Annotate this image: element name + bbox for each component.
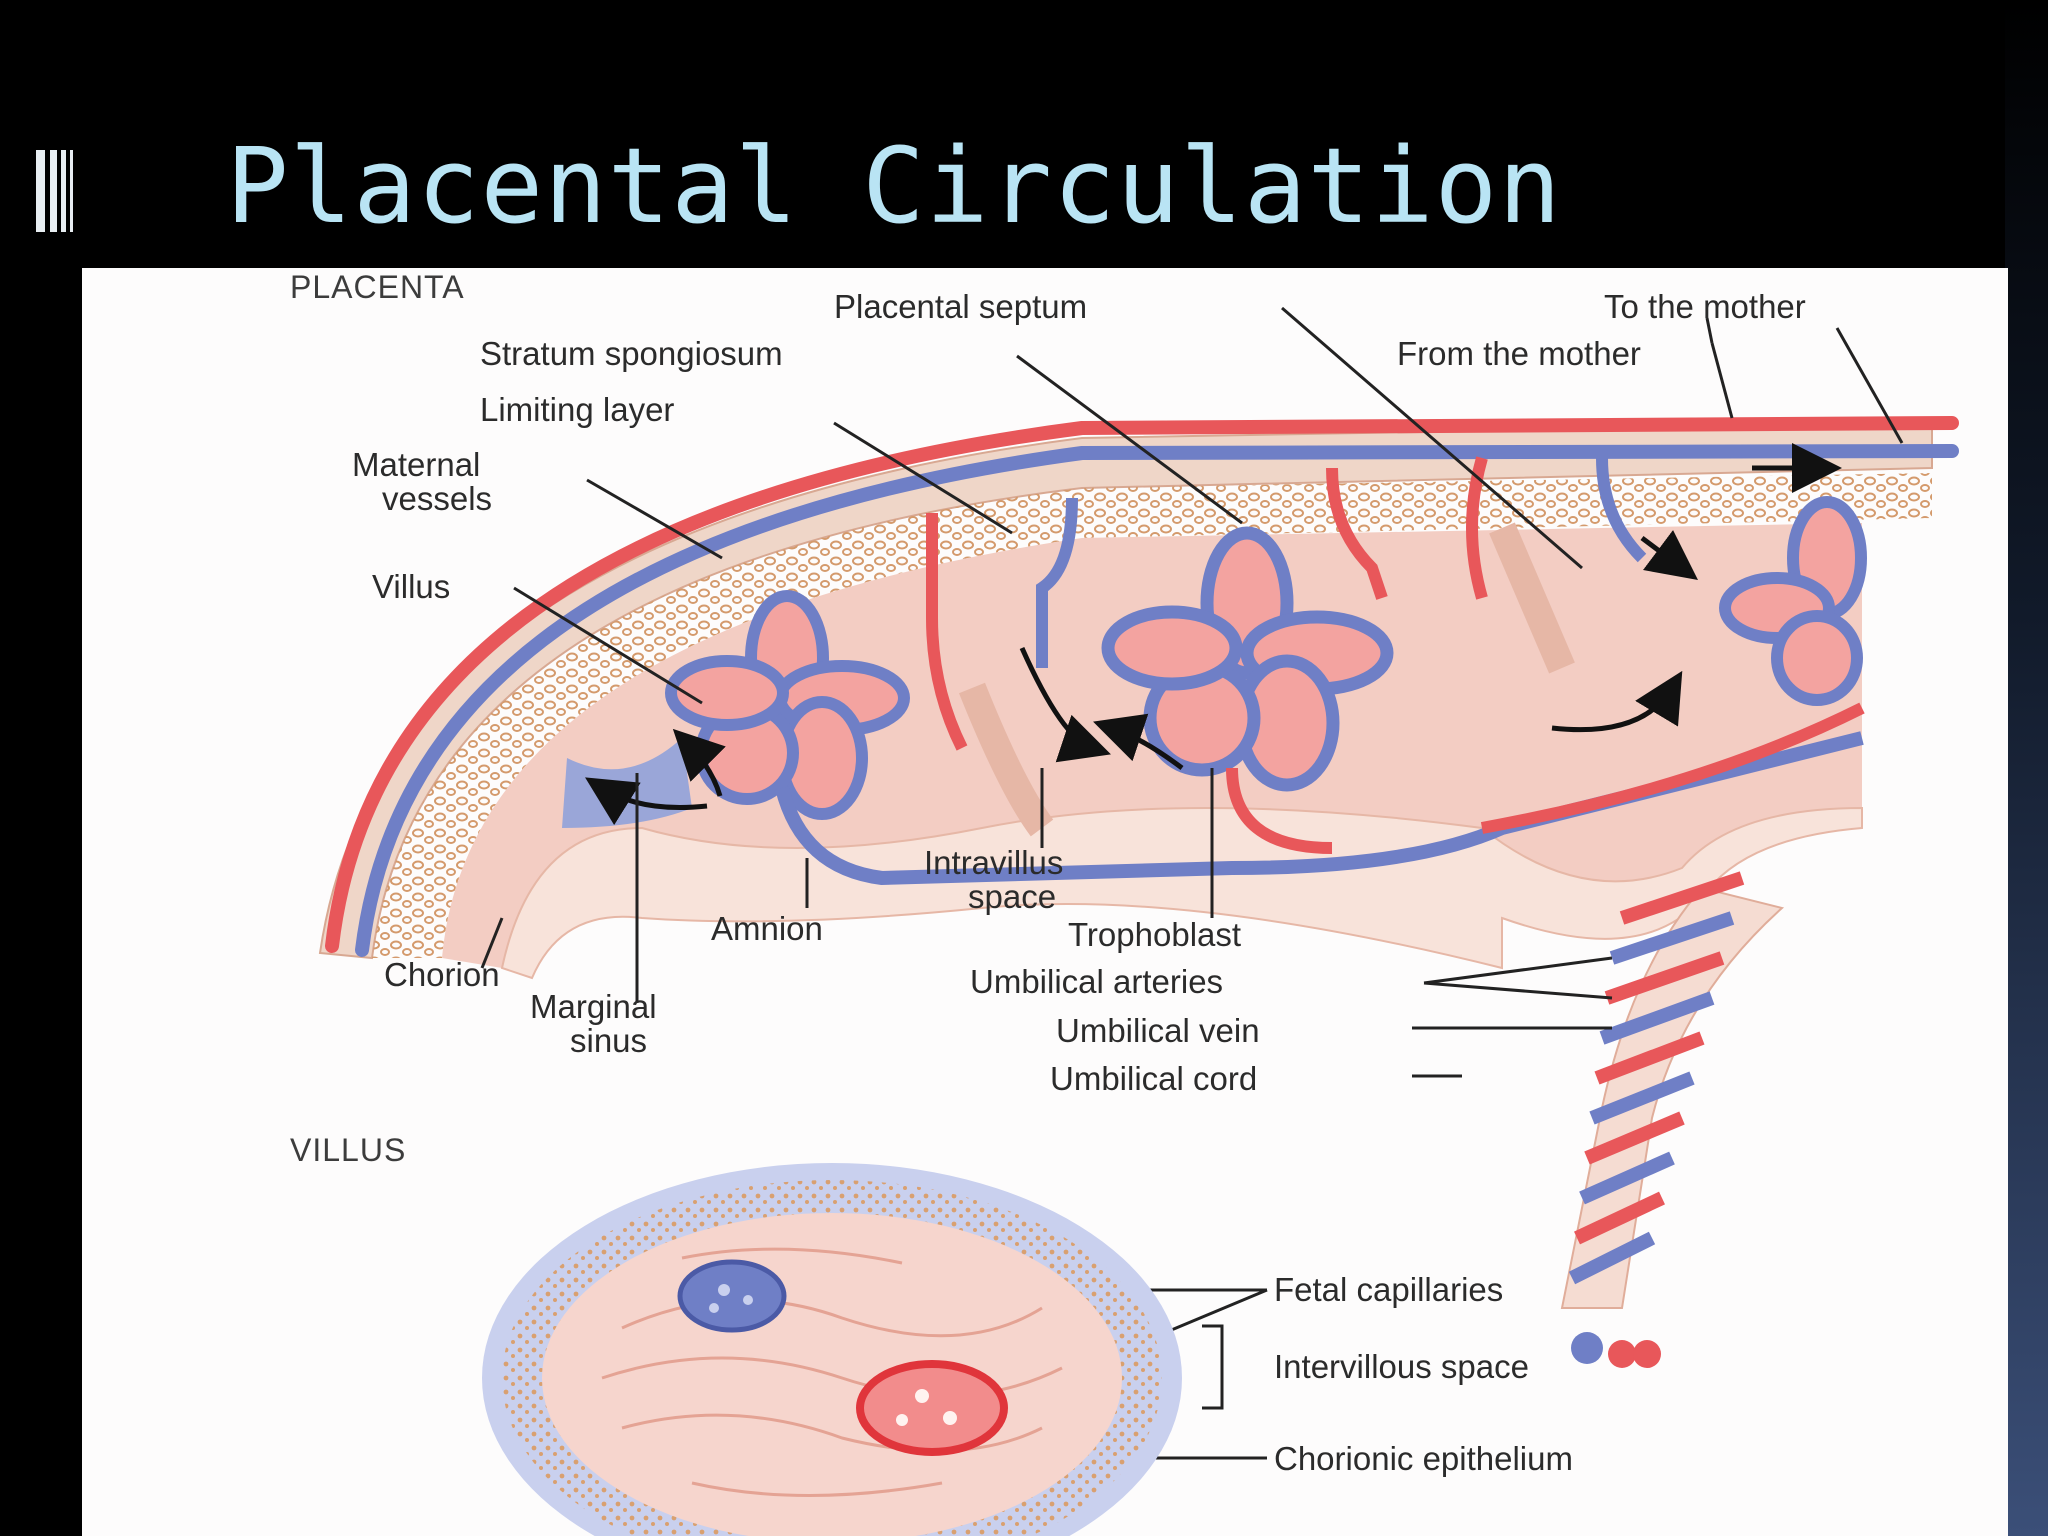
decoration-stripe: [70, 150, 73, 232]
fetal-capillary-artery: [856, 1360, 1008, 1456]
label-marginal-sinus-line1: Marginal: [530, 988, 657, 1025]
fetal-vein-branch: [775, 731, 1864, 886]
stratum-spongiosum-band: [372, 473, 1932, 958]
fetal-artery-branch: [1226, 767, 1333, 854]
label-trophoblast: Trophoblast: [1068, 916, 1241, 953]
label-marginal-sinus-line2: sinus: [570, 1022, 647, 1059]
flow-arrow: [1551, 670, 1683, 733]
placental-septum: [1489, 522, 1575, 674]
flow-arrow: [1093, 713, 1184, 771]
left-decoration-band: [0, 0, 82, 1536]
villus-cross-section: [482, 1163, 1182, 1536]
decoration-stripe: [36, 150, 45, 232]
placenta-diagram: PLACENTA VILLUS Placental septum To the …: [82, 268, 2008, 1536]
label-stratum-spongiosum: Stratum spongiosum: [480, 335, 783, 372]
umbilical-cord-sheath: [1560, 886, 1785, 1309]
section-title-villus: VILLUS: [290, 1132, 406, 1168]
decoration-stripe: [50, 150, 57, 232]
flow-arrow: [585, 777, 708, 826]
fetal-artery-branch: [1480, 702, 1865, 834]
label-intravillus-line2: space: [968, 878, 1056, 915]
label-umbilical-cord: Umbilical cord: [1050, 1060, 1257, 1097]
label-maternal-vessels-line2: vessels: [382, 480, 492, 517]
spiral-artery: [1326, 467, 1388, 600]
spiral-artery: [1466, 456, 1488, 600]
placenta-cross-section: [318, 416, 1959, 1368]
diagram-svg: PLACENTA VILLUS Placental septum To the …: [290, 269, 1959, 1536]
maternal-vein: [355, 444, 1959, 957]
label-chorionic-epithelium: Chorionic epithelium: [1274, 1440, 1573, 1477]
label-maternal-vessels-line1: Maternal: [352, 446, 480, 483]
flow-arrow: [672, 728, 726, 797]
umbilical-cord-twist: [1568, 871, 1745, 1368]
villus-tree: [1101, 526, 1394, 792]
section-title-placenta: PLACENTA: [290, 269, 465, 305]
spiral-artery: [926, 513, 968, 751]
fetal-capillary-vein: [677, 1259, 787, 1333]
label-limiting-layer: Limiting layer: [480, 391, 674, 428]
label-intervillous-space: Intervillous space: [1274, 1348, 1529, 1385]
decoration-stripe: [61, 150, 66, 232]
label-intravillus-line1: Intravillus: [924, 844, 1063, 881]
slide-edge-gradient: [2005, 0, 2048, 1536]
label-amnion: Amnion: [711, 910, 823, 947]
villus-tree: [665, 590, 910, 820]
flow-arrow: [1019, 646, 1111, 763]
spiral-vein: [1036, 497, 1078, 668]
label-villus: Villus: [372, 568, 450, 605]
label-to-the-mother: To the mother: [1604, 288, 1806, 325]
spiral-vein: [1596, 457, 1647, 563]
chorion-amnion: [500, 806, 1863, 980]
maternal-artery: [325, 416, 1959, 953]
label-from-the-mother: From the mother: [1397, 335, 1641, 372]
diagram-labels: PLACENTA VILLUS Placental septum To the …: [290, 269, 1806, 1477]
placental-septum: [959, 682, 1054, 837]
label-umbilical-vein: Umbilical vein: [1056, 1012, 1260, 1049]
villus-tree: [1719, 496, 1867, 706]
label-umbilical-arteries: Umbilical arteries: [970, 963, 1223, 1000]
flow-arrow: [1640, 530, 1698, 580]
slide-title: Placental Circulation: [226, 125, 1562, 247]
label-placental-septum: Placental septum: [834, 288, 1087, 325]
label-chorion: Chorion: [384, 956, 500, 993]
label-fetal-capillaries: Fetal capillaries: [1274, 1271, 1503, 1308]
